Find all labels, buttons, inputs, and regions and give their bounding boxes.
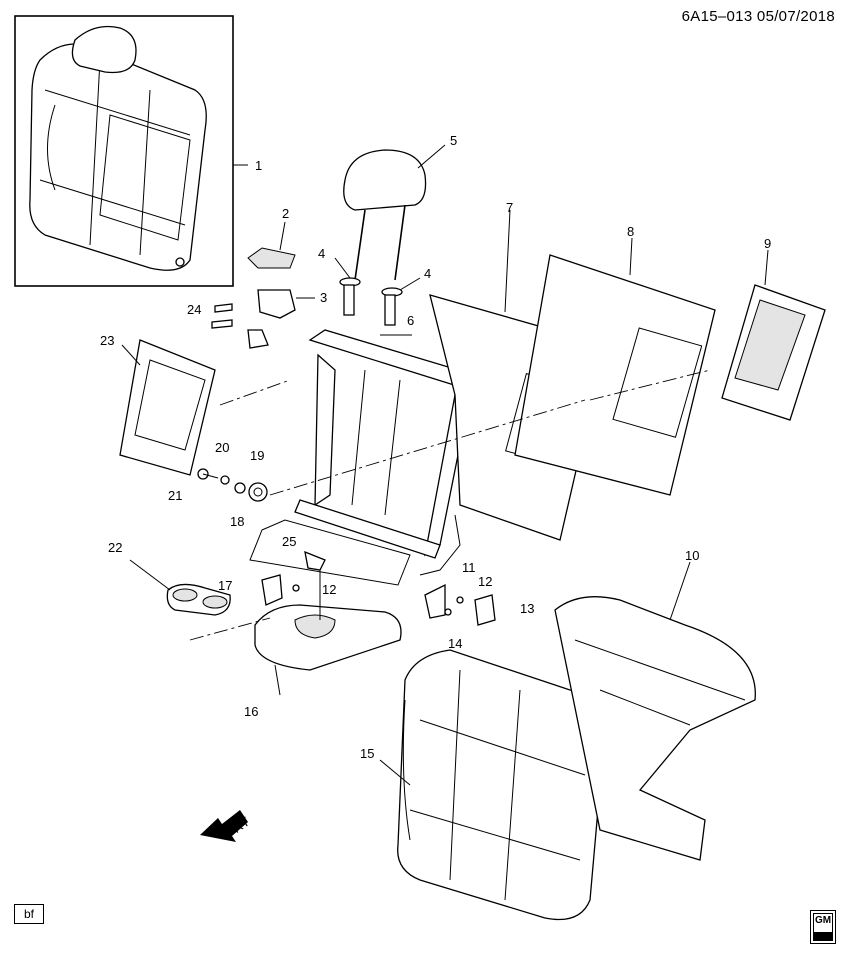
headrest-guides — [334, 257, 421, 326]
callout-20: 20 — [215, 440, 229, 455]
hinge-parts — [249, 514, 496, 626]
callout-19: 19 — [250, 448, 264, 463]
callout-17: 17 — [218, 578, 232, 593]
callout-18: 18 — [230, 514, 244, 529]
callout-15: 15 — [360, 746, 374, 761]
callout-22: 22 — [108, 540, 122, 555]
callout-4a: 4 — [318, 246, 325, 261]
callout-3: 3 — [320, 290, 327, 305]
gm-logo-text: GM — [814, 915, 832, 926]
callout-21: 21 — [168, 488, 182, 503]
callout-14: 14 — [448, 636, 462, 651]
document-id: 6A15–013 05/07/2018 — [681, 8, 835, 25]
callout-2: 2 — [282, 206, 289, 221]
callout-16: 16 — [244, 704, 258, 719]
cushion — [379, 649, 607, 921]
callout-1: 1 — [255, 158, 262, 173]
callout-24: 24 — [187, 302, 201, 317]
callout-5: 5 — [450, 133, 457, 148]
callout-8: 8 — [627, 224, 634, 239]
armrest — [129, 559, 402, 696]
inset-assembly — [14, 15, 248, 287]
callout-4b: 4 — [424, 266, 431, 281]
callout-7: 7 — [506, 200, 513, 215]
callout-10: 10 — [685, 548, 699, 563]
callout-23: 23 — [100, 333, 114, 348]
callout-6: 6 — [407, 313, 414, 328]
callout-13: 13 — [520, 601, 534, 616]
pad — [721, 249, 826, 421]
bf-label: bf — [14, 904, 44, 924]
latch-parts — [211, 221, 315, 349]
callout-11: 11 — [462, 560, 476, 575]
front-direction-arrow — [200, 810, 248, 842]
gm-logo-icon: GM — [810, 910, 836, 944]
callout-12a: 12 — [322, 582, 336, 597]
hardware — [197, 369, 711, 502]
trim-panel — [514, 237, 716, 496]
callout-9: 9 — [764, 236, 771, 251]
callout-12b: 12 — [478, 574, 492, 589]
headrest — [343, 144, 446, 281]
rear-trim — [554, 561, 756, 861]
side-bolster — [119, 339, 216, 476]
callout-25: 25 — [282, 534, 296, 549]
